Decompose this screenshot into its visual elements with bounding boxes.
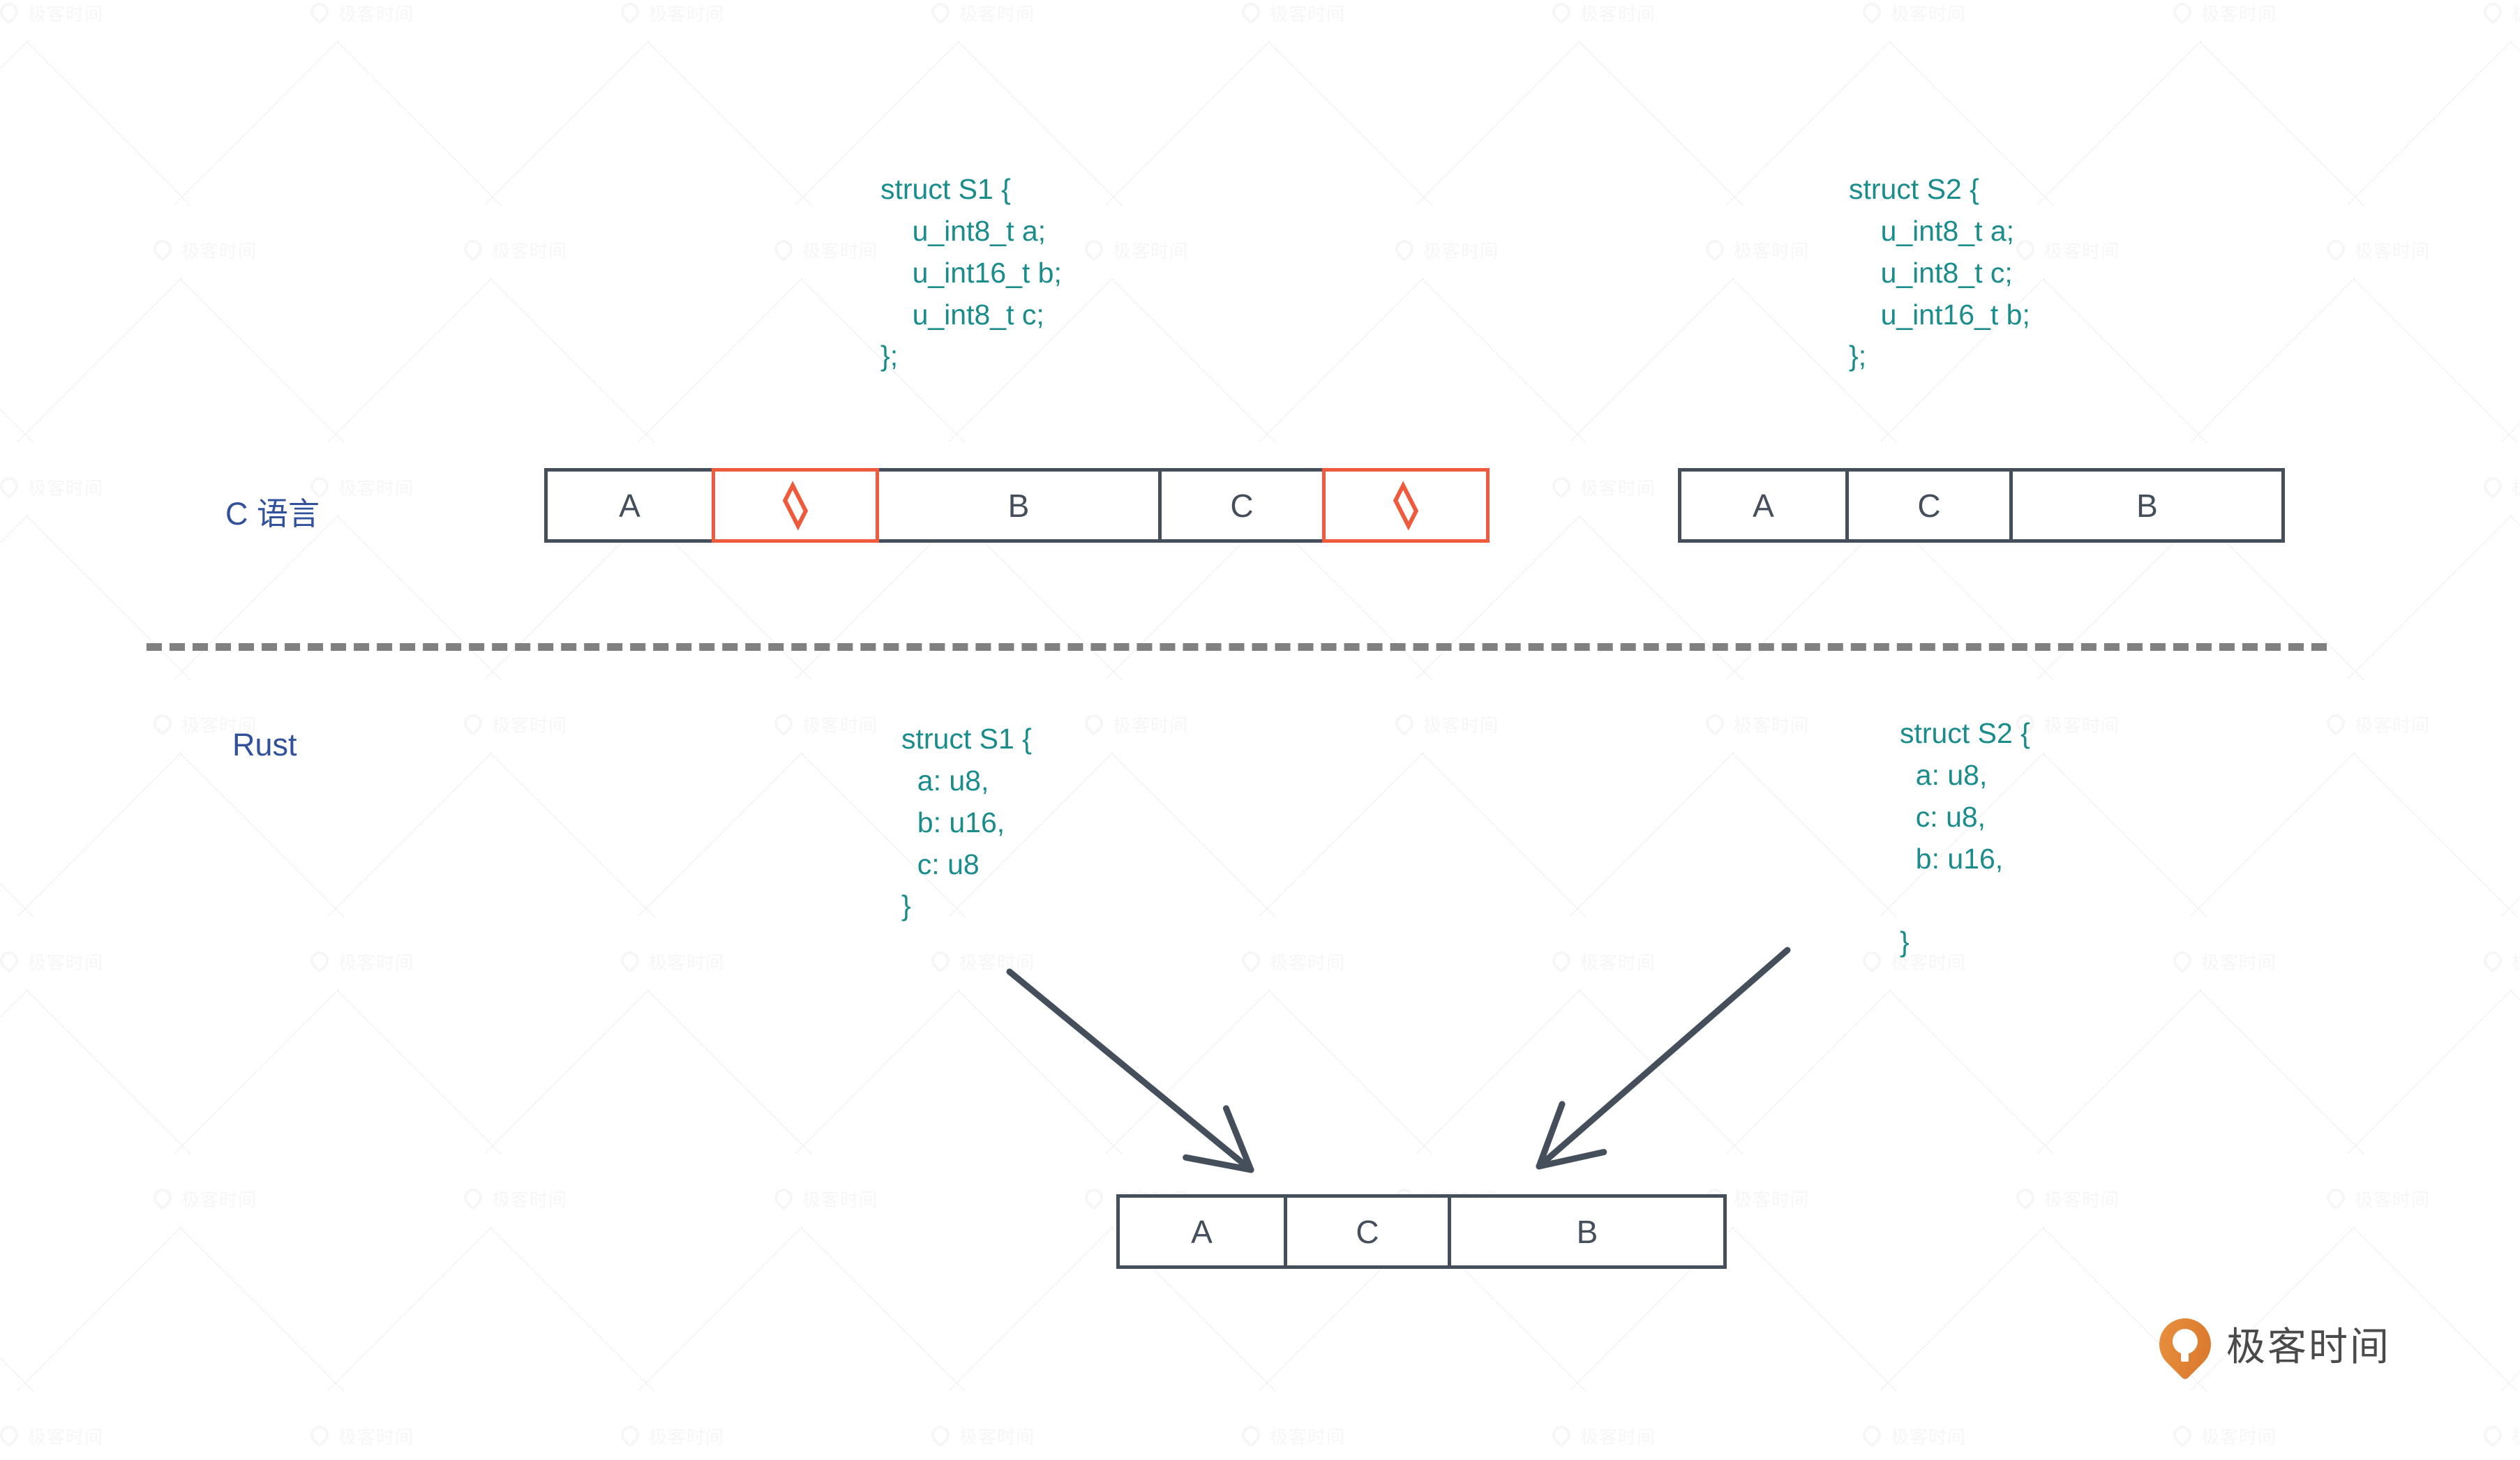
c-struct-s1-code: struct S1 { u_int8_t a; u_int16_t b; u_i… bbox=[880, 173, 1062, 372]
memory-cell-c: C bbox=[1158, 468, 1322, 543]
memory-cell-b: B bbox=[879, 468, 1158, 543]
brand-name: 极客时间 bbox=[2226, 1325, 2391, 1370]
diamond-icon bbox=[782, 480, 809, 531]
memory-cell-b: B bbox=[2009, 468, 2285, 543]
arrow-rust-s2-to-layout bbox=[1536, 947, 1791, 1170]
section-divider bbox=[147, 643, 2327, 651]
memory-cell-padding bbox=[1322, 468, 1490, 543]
diamond-icon bbox=[1393, 480, 1419, 531]
memory-cell-a: A bbox=[1678, 468, 1845, 543]
memory-cell-c: C bbox=[1284, 1194, 1448, 1269]
rust-language-label: Rust bbox=[232, 727, 297, 762]
memory-cell-a: A bbox=[1116, 1194, 1284, 1269]
arrow-rust-s1-to-layout bbox=[1006, 968, 1254, 1173]
memory-cell-c: C bbox=[1845, 468, 2009, 543]
memory-cell-padding bbox=[712, 468, 879, 543]
c-struct-s2-code: struct S2 { u_int8_t a; u_int8_t c; u_in… bbox=[1849, 173, 2030, 372]
geektime-brand-logo: 极客时间 bbox=[2148, 1307, 2391, 1380]
geektime-pin-logo-icon bbox=[2148, 1307, 2222, 1380]
rust-struct-s1-code: struct S1 { a: u8, b: u16, c: u8 } bbox=[901, 723, 1032, 922]
c-language-label: C 语言 bbox=[225, 496, 320, 532]
memory-cell-a: A bbox=[544, 468, 712, 543]
rust-struct-s2-code: struct S2 { a: u8, c: u8, b: u16, } bbox=[1900, 717, 2030, 958]
memory-cell-b: B bbox=[1448, 1194, 1727, 1269]
